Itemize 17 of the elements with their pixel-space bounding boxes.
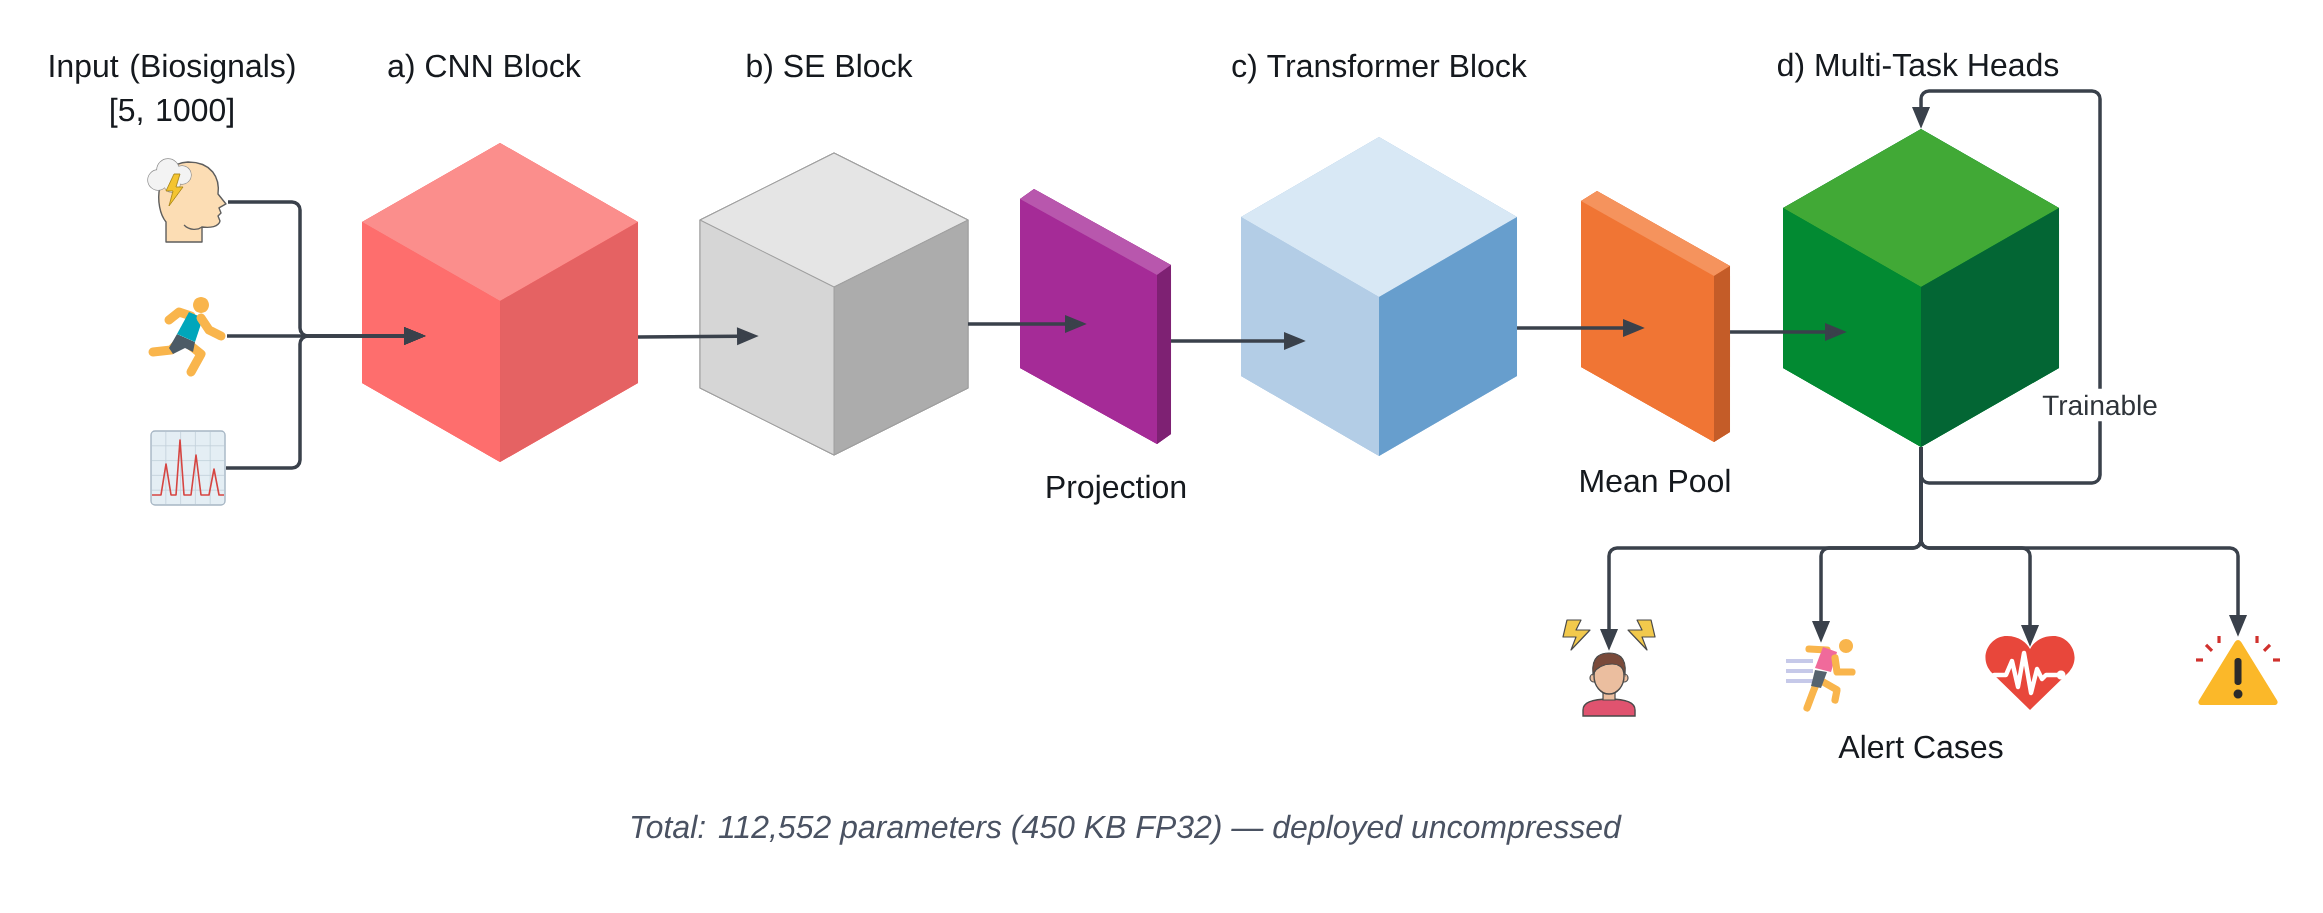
layer-label: Mean Pool <box>1581 468 1730 493</box>
heartbeat-icon <box>1985 636 2075 710</box>
group-label: Alert Cases <box>1838 734 2003 759</box>
ecg-chart-icon <box>150 430 226 506</box>
block-heading: b) SE Block <box>747 53 913 84</box>
head-icon <box>147 158 227 243</box>
block-heading: d) Multi-Task Heads <box>1778 52 2059 83</box>
block-heading: c) Transformer Block <box>1232 53 1527 84</box>
warning-icon <box>2196 636 2280 705</box>
edge-label: Trainable <box>2036 388 2164 422</box>
input-heading: Input (Biosignals) [5, 1000] <box>50 53 295 128</box>
block-heading: a) CNN Block <box>388 53 581 84</box>
layer-label: Projection <box>1047 474 1186 505</box>
stressed-person-icon <box>1562 619 1656 717</box>
sprinting-person-icon <box>1786 639 1856 712</box>
caption: Total: 112,552 parameters (450 KB FP32) — deployed uncompressed <box>631 814 1622 845</box>
runner-icon <box>148 297 226 377</box>
